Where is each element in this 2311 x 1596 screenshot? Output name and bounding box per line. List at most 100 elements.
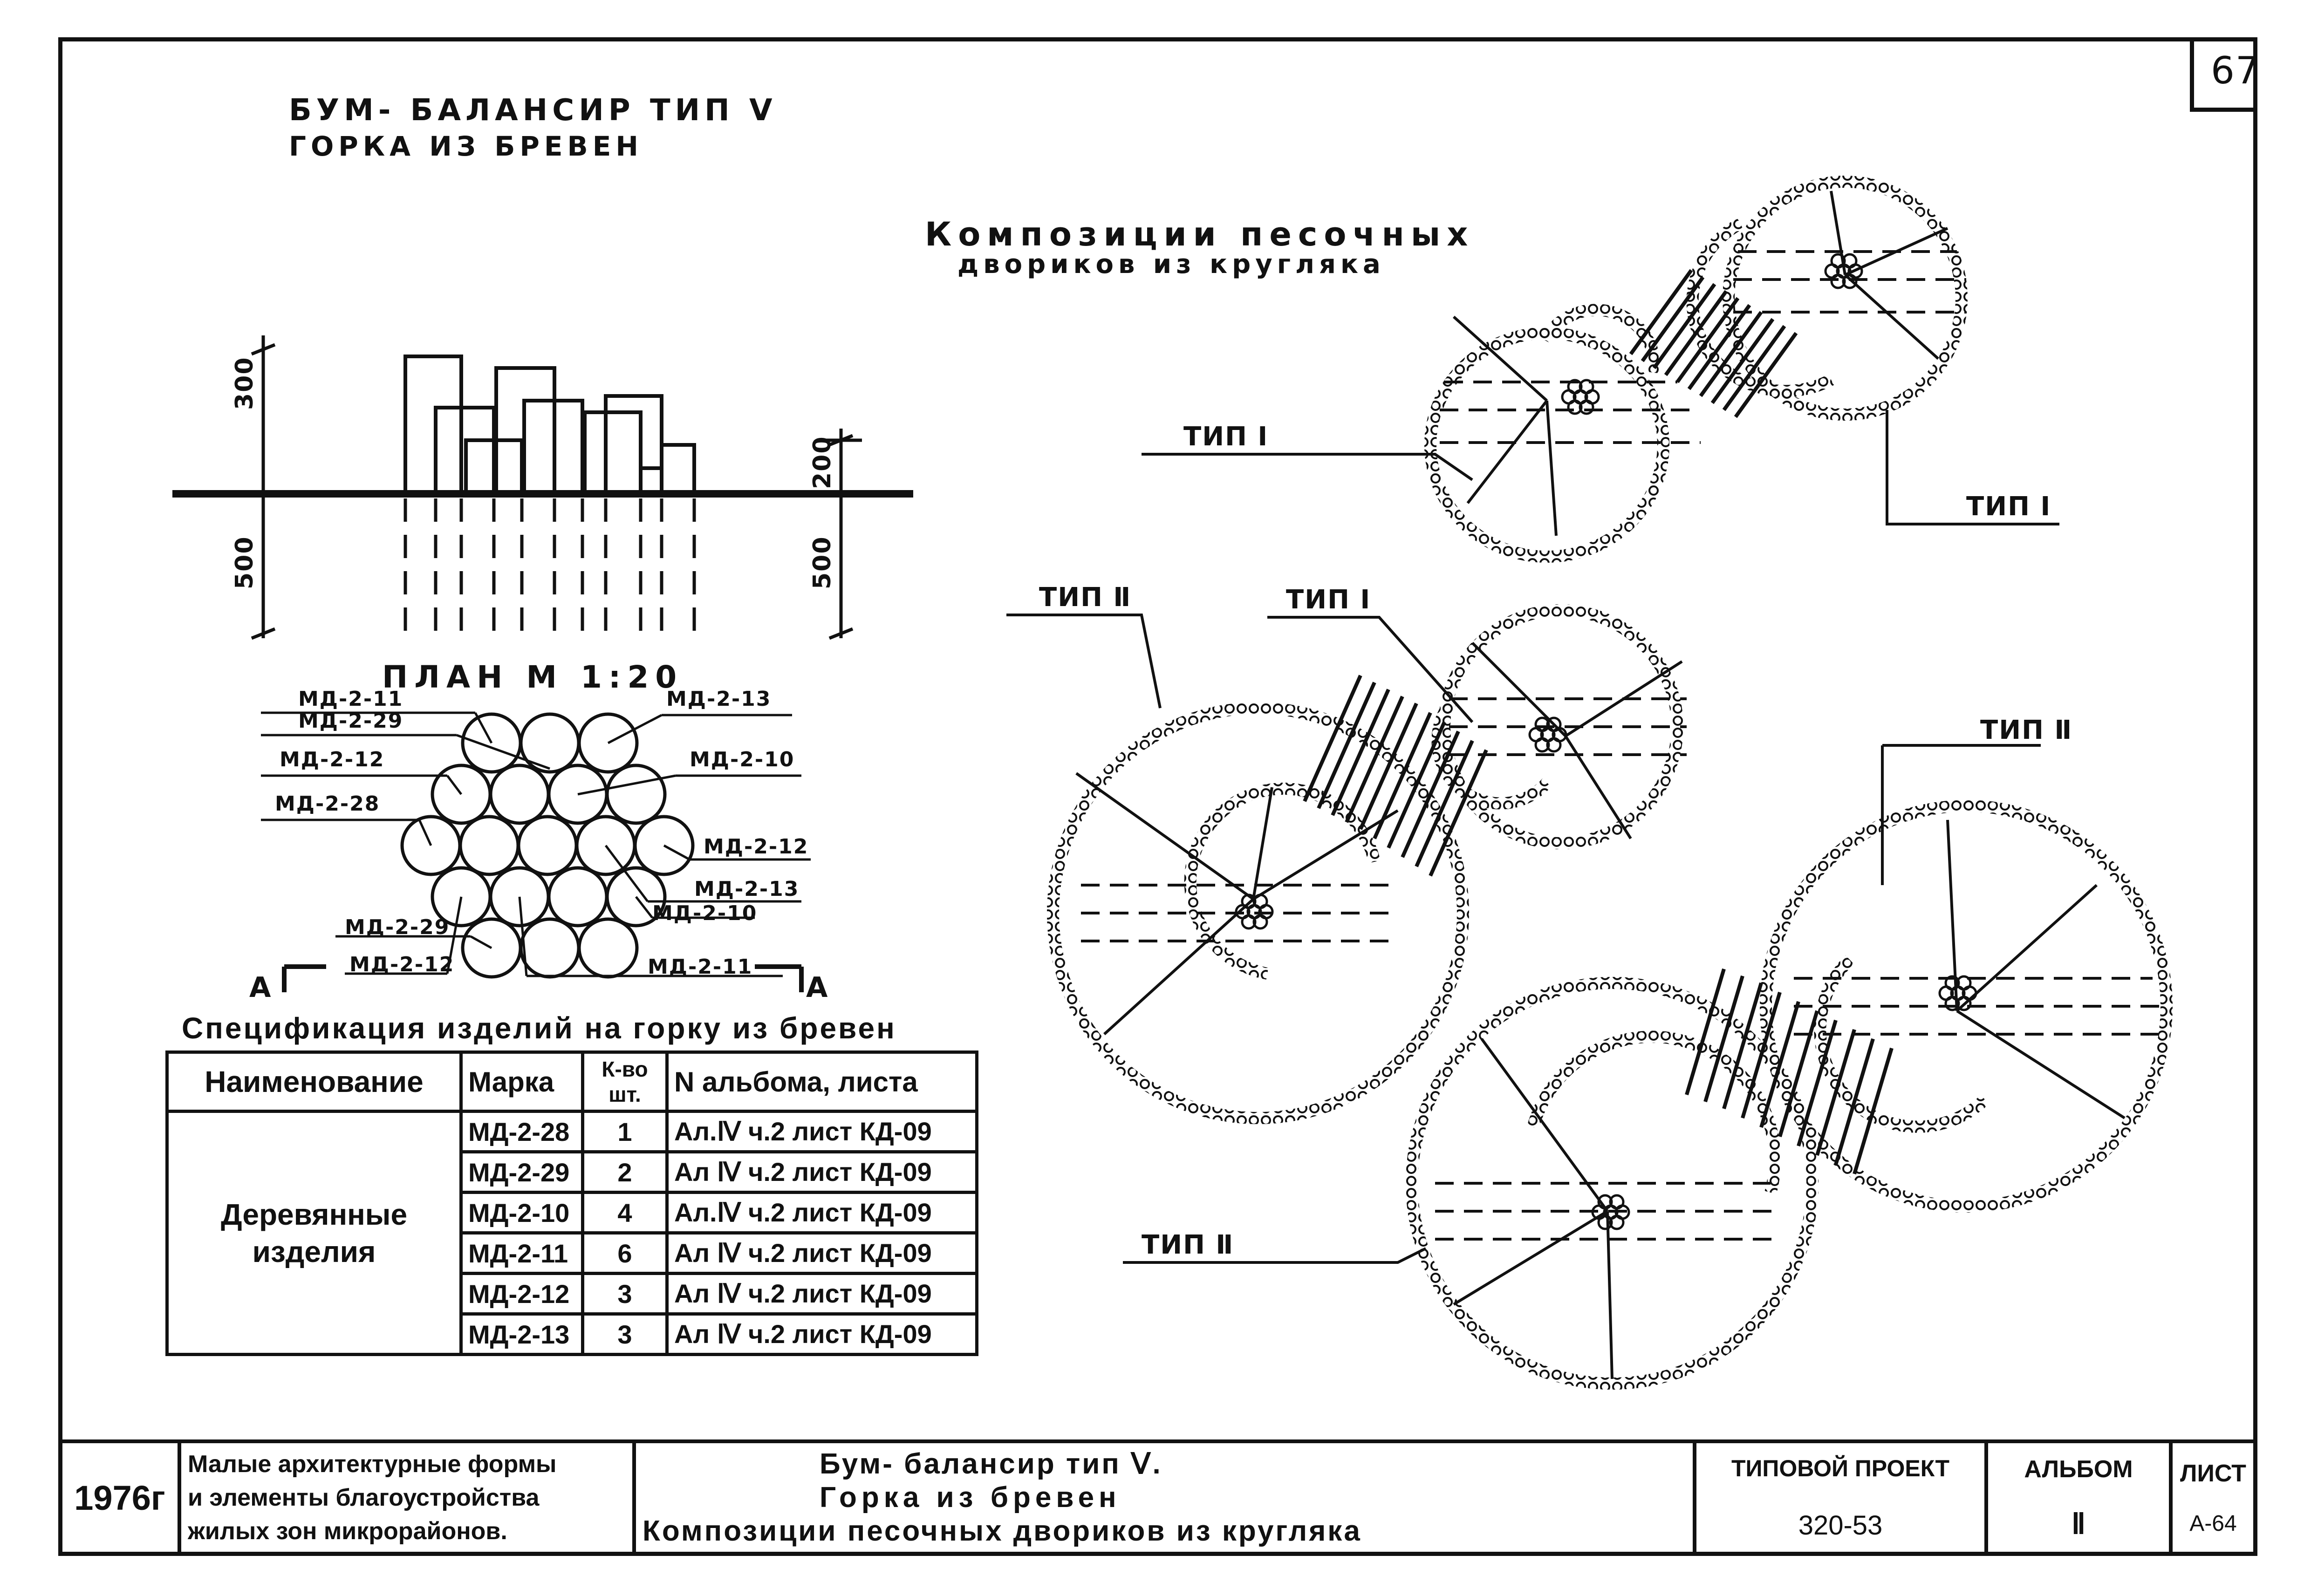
spec-mark: МД-2-28 bbox=[459, 1110, 584, 1153]
spec-qty: 3 bbox=[581, 1312, 669, 1356]
spec-header-qty: К-во шт. bbox=[581, 1050, 669, 1113]
spec-qty: 1 bbox=[581, 1110, 669, 1153]
spec-mark: МД-2-12 bbox=[459, 1272, 584, 1316]
title-block-album: АЛЬБОМ Ⅱ bbox=[1984, 1439, 2173, 1556]
log-bundle bbox=[1561, 253, 1863, 415]
label-type-1-mid: ТИП Ⅰ bbox=[1286, 585, 1371, 615]
sheet-number-box bbox=[2190, 37, 2257, 112]
plan-drawing bbox=[261, 711, 811, 992]
section-marks bbox=[282, 964, 804, 992]
callout-md-2-11-top: МД-2-11 bbox=[298, 687, 403, 711]
table-row: МД-2-13 3 Ал Ⅳ ч.2 лист КД-09 bbox=[167, 1312, 978, 1356]
callout-md-2-29-top: МД-2-29 bbox=[298, 709, 403, 733]
callout-md-2-11-bottom: МД-2-11 bbox=[648, 955, 753, 979]
header-line-1: БУМ- БАЛАНСИР ТИП Ⅴ bbox=[289, 93, 777, 128]
log-bundle bbox=[1235, 716, 1567, 930]
buried-parts bbox=[403, 498, 696, 638]
title-line-3: Композиции песочных двориков из кругляка bbox=[643, 1515, 1362, 1547]
org-line-1: Малые архитектурные формы bbox=[188, 1451, 557, 1478]
table-row: МД-2-11 6 Ал Ⅳ ч.2 лист КД-09 bbox=[167, 1231, 978, 1275]
balance-beams bbox=[1629, 269, 1798, 418]
balance-beams bbox=[1303, 675, 1488, 877]
label-type-1-top-left: ТИП Ⅰ bbox=[1183, 422, 1269, 452]
table-row: МД-2-29 2 Ал Ⅳ ч.2 лист КД-09 bbox=[167, 1150, 978, 1194]
title-line-2: Горка из бревен bbox=[820, 1481, 1121, 1514]
log-bundle bbox=[1591, 975, 1977, 1230]
spec-ref: Ал Ⅳ ч.2 лист КД-09 bbox=[665, 1272, 978, 1316]
log-profiles bbox=[403, 355, 696, 494]
section-mark-left: А bbox=[249, 971, 272, 1004]
sheet-label: ЛИСТ bbox=[2180, 1460, 2246, 1487]
spec-qty: 3 bbox=[581, 1272, 669, 1316]
spec-table: Наименование Марка К-во шт. N альбома, л… bbox=[165, 1050, 978, 1356]
spec-header-mark: Марка bbox=[459, 1050, 584, 1113]
title-block: 1976г Малые архитектурные формы и элемен… bbox=[58, 1439, 2257, 1556]
spec-ref: Ал.Ⅳ ч.2 лист КД-09 bbox=[665, 1110, 978, 1153]
callout-md-2-13-top: МД-2-13 bbox=[666, 687, 772, 711]
label-type-1-top-right: ТИП Ⅰ bbox=[1966, 491, 2051, 522]
compositions-title-line-2: двориков из кругляка bbox=[957, 249, 1385, 280]
org-line-2: и элементы благоустройства bbox=[188, 1484, 540, 1511]
spec-qty: 4 bbox=[581, 1191, 669, 1235]
table-row: Деревянные изделия МД-2-28 1 Ал.Ⅳ ч.2 ли… bbox=[165, 1110, 978, 1356]
project-label: ТИПОВОЙ ПРОЕКТ bbox=[1731, 1455, 1950, 1481]
callout-md-2-12-left: МД-2-12 bbox=[280, 748, 385, 771]
title-block-year: 1976г bbox=[58, 1439, 181, 1556]
spec-ref: Ал Ⅳ ч.2 лист КД-09 bbox=[665, 1312, 978, 1356]
spec-header-name: Наименование bbox=[165, 1050, 463, 1113]
project-number: 320-53 bbox=[1798, 1510, 1883, 1541]
composition-type-2-bottom bbox=[1406, 800, 2173, 1390]
title-block-sheet: ЛИСТ А-64 bbox=[2169, 1439, 2257, 1556]
title-block-title: Бум- балансир тип Ⅴ. Горка из бревен Ком… bbox=[632, 1439, 1696, 1556]
dim-right-bottom: 500 bbox=[808, 536, 836, 589]
spec-ref: Ал Ⅳ ч.2 лист КД-09 bbox=[665, 1150, 978, 1194]
dimension-lines bbox=[251, 335, 862, 640]
composition-middle bbox=[1047, 604, 1687, 1124]
sheet-value: А-64 bbox=[2189, 1511, 2237, 1536]
callout-md-2-28: МД-2-28 bbox=[275, 792, 380, 816]
album-number: Ⅱ bbox=[2071, 1507, 2086, 1540]
compositions-title-line-1: Композиции песочных bbox=[925, 215, 1475, 253]
spec-qty: 6 bbox=[581, 1231, 669, 1275]
album-label: АЛЬБОМ bbox=[2024, 1455, 2133, 1483]
title-block-org: Малые архитектурные формы и элементы бла… bbox=[178, 1439, 636, 1556]
callout-md-2-10-bottom: МД-2-10 bbox=[652, 901, 758, 925]
dim-left-top: 300 bbox=[231, 356, 259, 410]
spec-mark: МД-2-11 bbox=[459, 1231, 584, 1275]
callout-leaders bbox=[261, 711, 811, 977]
callout-md-2-13-right: МД-2-13 bbox=[694, 877, 800, 901]
spec-ref: Ал.Ⅳ ч.2 лист КД-09 bbox=[665, 1191, 978, 1235]
title-block-project: ТИПОВОЙ ПРОЕКТ 320-53 bbox=[1693, 1439, 1988, 1556]
header-line-2: ГОРКА ИЗ БРЕВЕН bbox=[289, 130, 643, 162]
spec-header-row: Наименование Марка К-во шт. N альбома, л… bbox=[165, 1050, 978, 1113]
callout-md-2-10-right: МД-2-10 bbox=[690, 748, 795, 771]
callout-md-2-29-bottom: МД-2-29 bbox=[345, 915, 450, 939]
plan-title: ПЛАН М 1:20 bbox=[382, 659, 684, 695]
org-line-3: жилых зон микрорайонов. bbox=[188, 1518, 507, 1545]
callout-md-2-12-bottom: МД-2-12 bbox=[349, 953, 455, 976]
dim-left-bottom: 500 bbox=[231, 536, 259, 589]
label-type-2-mid-left: ТИП Ⅱ bbox=[1039, 582, 1132, 613]
label-type-2-mid-right: ТИП Ⅱ bbox=[1980, 715, 2073, 745]
title-line-1: Бум- балансир тип Ⅴ. bbox=[820, 1448, 1162, 1480]
label-type-2-bottom: ТИП Ⅱ bbox=[1142, 1230, 1234, 1260]
sheet-number: 67 bbox=[2211, 49, 2260, 92]
spec-mark: МД-2-10 bbox=[459, 1191, 584, 1235]
elevation-drawing bbox=[172, 335, 913, 640]
spec-title: Спецификация изделий на горку из бревен bbox=[182, 1011, 896, 1045]
callout-md-2-12-right: МД-2-12 bbox=[704, 835, 809, 859]
spec-mark: МД-2-13 bbox=[459, 1312, 584, 1356]
table-row: МД-2-10 4 Ал.Ⅳ ч.2 лист КД-09 bbox=[167, 1191, 978, 1235]
dim-right-top: 200 bbox=[808, 436, 836, 489]
spec-name-cell: Деревянные изделия bbox=[165, 1110, 463, 1356]
spec-mark: МД-2-29 bbox=[459, 1150, 584, 1194]
spec-header-ref: N альбома, листа bbox=[665, 1050, 978, 1113]
log-circles bbox=[400, 712, 695, 979]
spec-ref: Ал Ⅳ ч.2 лист КД-09 bbox=[665, 1231, 978, 1275]
spec-qty: 2 bbox=[581, 1150, 669, 1194]
composition-type-1-top bbox=[1424, 176, 1968, 563]
balance-beams bbox=[1685, 968, 1894, 1175]
type-leaders bbox=[1006, 410, 2059, 1264]
table-row: МД-2-12 3 Ал Ⅳ ч.2 лист КД-09 bbox=[167, 1272, 978, 1316]
